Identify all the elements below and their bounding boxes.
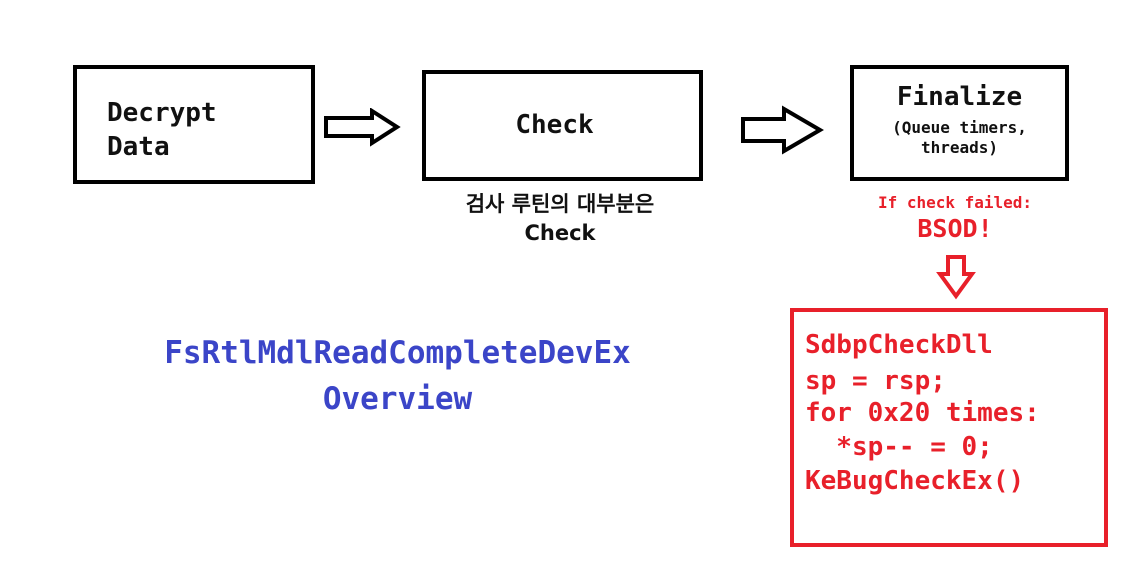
title-line1: FsRtlMdlReadCompleteDevEx — [164, 335, 631, 371]
hollow-right-arrow-icon — [741, 105, 824, 155]
decrypt-label-line1: Decrypt — [107, 98, 217, 128]
finalize-sublabel: (Queue timers, threads) — [850, 118, 1069, 158]
code-line: KeBugCheckEx() — [805, 466, 1025, 496]
bsod-label: BSOD! — [917, 214, 993, 243]
finalize-label: Finalize — [896, 82, 1023, 112]
bugcheck-code-box — [790, 308, 1108, 547]
check-note-line2: Check — [524, 221, 596, 245]
check-label: Check — [515, 110, 594, 140]
code-line: SdbpCheckDll — [805, 330, 993, 360]
code-line: sp = rsp; — [805, 366, 946, 396]
decrypt-data-label: Decrypt Data — [107, 96, 217, 164]
finalize-sub-line1: (Queue timers, — [892, 118, 1027, 137]
decrypt-data-box — [73, 65, 315, 184]
fail-condition-label: If check failed: — [877, 193, 1033, 212]
hollow-right-arrow-icon — [324, 108, 401, 147]
code-line: *sp-- = 0; — [805, 432, 993, 462]
finalize-sub-line2: threads) — [920, 138, 999, 157]
diagram-title: FsRtlMdlReadCompleteDevEx Overview — [100, 330, 695, 422]
code-line: for 0x20 times: — [805, 398, 1040, 428]
hollow-down-arrow-icon — [936, 255, 976, 300]
title-line2: Overview — [322, 381, 473, 417]
check-note: 검사 루틴의 대부분은 Check — [420, 190, 700, 248]
check-box — [422, 70, 703, 181]
finalize-box — [850, 65, 1069, 181]
check-note-line1: 검사 루틴의 대부분은 — [465, 192, 655, 216]
decrypt-label-line2: Data — [107, 132, 170, 162]
